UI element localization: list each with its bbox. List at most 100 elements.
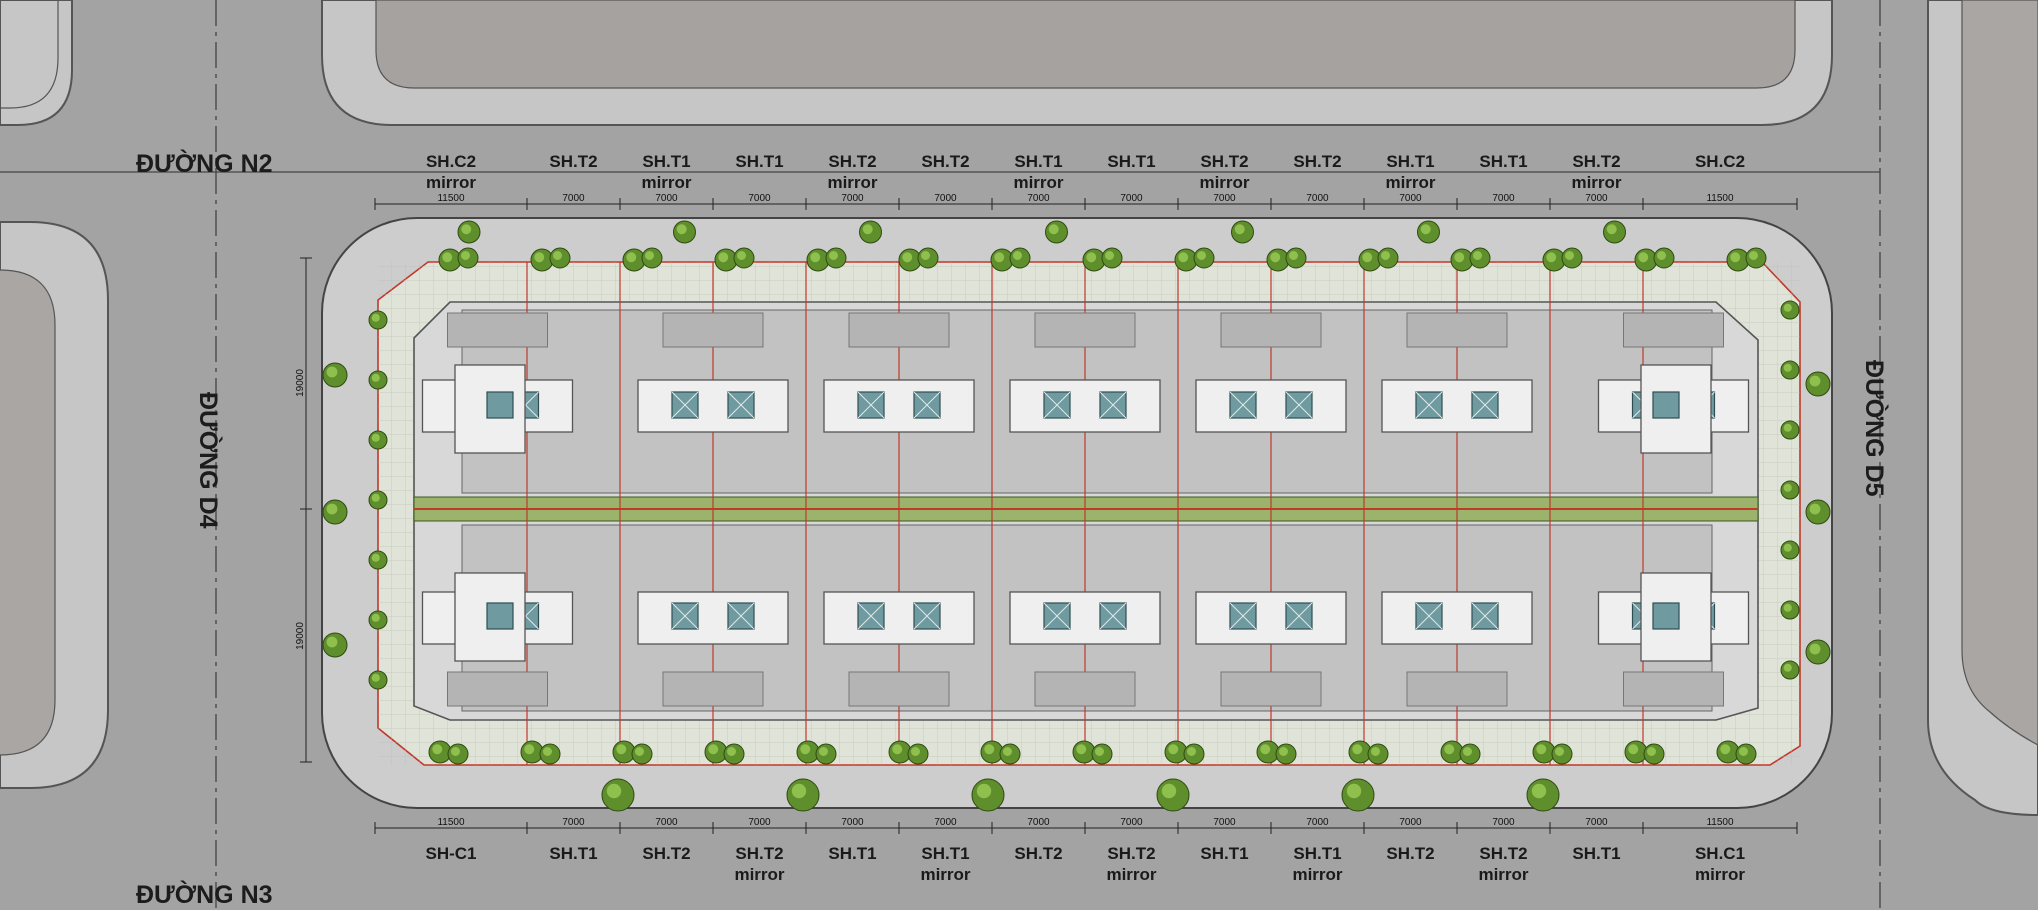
- tree-highlight: [1463, 747, 1472, 756]
- unit-mirror-label: mirror: [920, 865, 970, 884]
- tree-highlight: [892, 744, 903, 755]
- tree: [368, 310, 388, 330]
- tree-highlight: [829, 251, 838, 260]
- roof-terrace: [447, 312, 548, 348]
- tree-highlight: [1095, 747, 1104, 756]
- tree: [733, 247, 755, 269]
- tree-highlight: [635, 747, 644, 756]
- dimension-value: 7000: [934, 193, 957, 204]
- skylight: [1652, 391, 1680, 419]
- tree: [1275, 743, 1297, 765]
- tree-highlight: [1546, 252, 1557, 263]
- unit-type-label: SH.T2: [735, 844, 783, 863]
- skylight: [486, 602, 514, 630]
- tree-highlight: [1289, 251, 1298, 260]
- roof-terrace: [848, 312, 950, 348]
- tree-highlight: [543, 747, 552, 756]
- tree: [1469, 247, 1491, 269]
- tree-highlight: [1647, 747, 1656, 756]
- dimension-value: 19000: [295, 369, 306, 397]
- tree: [1643, 743, 1665, 765]
- dimension-value: 7000: [1213, 817, 1236, 828]
- tree-highlight: [676, 224, 687, 235]
- dimension-value: 7000: [1399, 193, 1422, 204]
- tree-highlight: [461, 224, 472, 235]
- block-top-left: [0, 0, 73, 126]
- dimension-value: 7000: [562, 193, 585, 204]
- tree: [322, 499, 348, 525]
- tree: [601, 778, 635, 812]
- tree: [1780, 420, 1800, 440]
- tree: [1805, 639, 1831, 665]
- tree: [1780, 660, 1800, 680]
- tree-highlight: [1783, 363, 1792, 372]
- tree-highlight: [1565, 251, 1574, 260]
- tree: [1193, 247, 1215, 269]
- tree-highlight: [1105, 251, 1114, 260]
- tree: [322, 632, 348, 658]
- skylight-frame: [913, 391, 941, 419]
- skylight-frame: [857, 602, 885, 630]
- courtyard: [1009, 591, 1161, 645]
- skylight-frame: [913, 602, 941, 630]
- tree: [815, 743, 837, 765]
- tree: [898, 248, 922, 272]
- dimension-value: 7000: [655, 193, 678, 204]
- dimension-value: 7000: [1585, 193, 1608, 204]
- dimension-value: 7000: [1492, 193, 1515, 204]
- tree: [1780, 480, 1800, 500]
- courtyard: [637, 379, 789, 433]
- skylight-frame: [1471, 391, 1499, 419]
- tree-highlight: [1352, 744, 1363, 755]
- skylight: [1229, 391, 1257, 419]
- unit-type-label: SH.T2: [1572, 152, 1620, 171]
- tree-highlight: [1260, 744, 1271, 755]
- skylight-frame: [1415, 391, 1443, 419]
- tree-highlight: [1536, 744, 1547, 755]
- dimension-value: 7000: [748, 817, 771, 828]
- tree-highlight: [810, 252, 821, 263]
- roof-terrace: [1220, 671, 1322, 707]
- tree-highlight: [553, 251, 562, 260]
- tree-highlight: [1783, 663, 1792, 672]
- tree-highlight: [1187, 747, 1196, 756]
- dimension-value: 7000: [841, 193, 864, 204]
- unit-mirror-label: mirror: [1571, 173, 1621, 192]
- skylight: [857, 602, 885, 630]
- courtyard: [823, 591, 975, 645]
- tree: [622, 248, 646, 272]
- tree-highlight: [524, 744, 535, 755]
- tree: [1091, 743, 1113, 765]
- dimension-value: 7000: [1306, 193, 1329, 204]
- tree-highlight: [708, 744, 719, 755]
- tree-highlight: [994, 252, 1005, 263]
- road-label-d4: ĐƯỜNG D4: [194, 392, 224, 529]
- tree-highlight: [1234, 224, 1245, 235]
- tree: [539, 743, 561, 765]
- skylight: [913, 602, 941, 630]
- tree-highlight: [976, 783, 992, 799]
- tree-highlight: [326, 636, 338, 648]
- skylight: [1099, 391, 1127, 419]
- road-label-n2: ĐƯỜNG N2: [136, 148, 273, 178]
- tree: [1735, 743, 1757, 765]
- unit-mirror-label: mirror: [1292, 865, 1342, 884]
- skylight: [1471, 391, 1499, 419]
- tree-highlight: [737, 251, 746, 260]
- tree-highlight: [371, 613, 380, 622]
- tree: [1045, 220, 1068, 244]
- tree-highlight: [645, 251, 654, 260]
- unit-type-label: SH.T1: [1572, 844, 1620, 863]
- tree-highlight: [1783, 423, 1792, 432]
- block-right-inner: [1961, 0, 2038, 746]
- tree: [549, 247, 571, 269]
- tree-highlight: [921, 251, 930, 260]
- dimension-value: 7000: [655, 817, 678, 828]
- tree-highlight: [800, 744, 811, 755]
- courtyard: [1381, 591, 1533, 645]
- tree: [1183, 743, 1205, 765]
- tree: [530, 248, 554, 272]
- tree: [1726, 248, 1750, 272]
